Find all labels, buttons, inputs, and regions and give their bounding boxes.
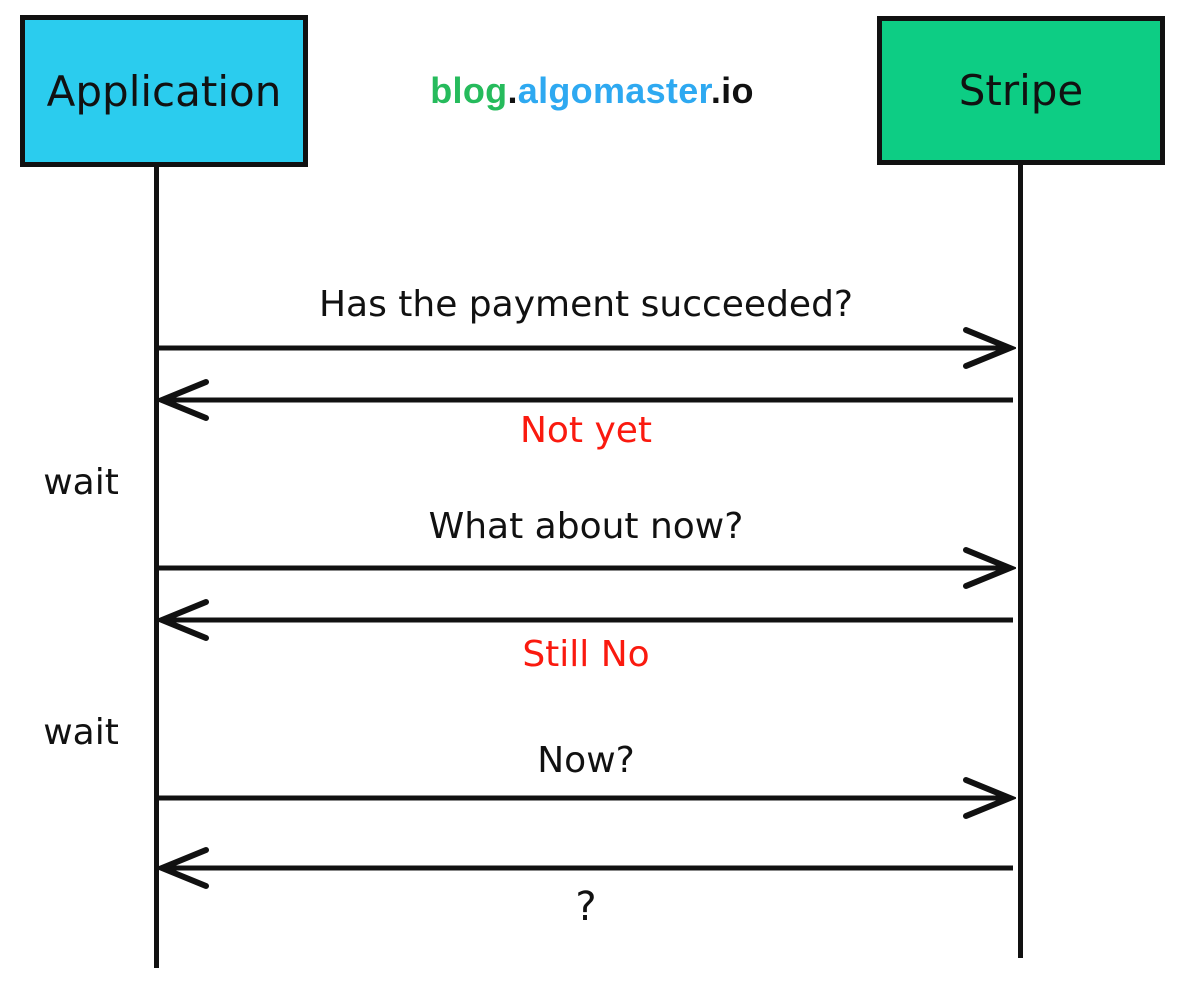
message-label-5: Now? (537, 740, 635, 781)
actor-label-stripe: Stripe (958, 66, 1084, 115)
actor-box-stripe: Stripe (877, 16, 1165, 165)
watermark-segment-dot2: . (710, 70, 722, 111)
message-arrow-right-1 (159, 327, 1016, 369)
message-label-2: Not yet (519, 410, 653, 451)
message-label-4: Still No (522, 634, 650, 675)
wait-label-2: wait (43, 712, 119, 753)
message-arrow-right-3 (159, 777, 1016, 819)
actor-label-application: Application (46, 66, 282, 116)
lifeline-stripe (1018, 165, 1023, 958)
message-arrow-left-3 (156, 847, 1013, 889)
lifeline-application (154, 167, 159, 968)
watermark-segment-blog: blog (430, 70, 508, 111)
watermark-segment-dot1: . (507, 70, 518, 111)
message-label-1: Has the payment succeeded? (318, 284, 854, 325)
message-label-6: ? (575, 884, 597, 930)
watermark-segment-io: io (721, 70, 754, 111)
message-arrow-left-1 (156, 379, 1013, 421)
message-arrow-right-2 (159, 547, 1016, 589)
watermark-segment-algomaster: algomaster (517, 70, 711, 111)
message-label-3: What about now? (428, 506, 744, 547)
wait-label-1: wait (43, 462, 119, 503)
site-watermark: blog.algomaster.io (392, 70, 792, 112)
actor-box-application: Application (20, 15, 308, 167)
message-arrow-left-2 (156, 599, 1013, 641)
